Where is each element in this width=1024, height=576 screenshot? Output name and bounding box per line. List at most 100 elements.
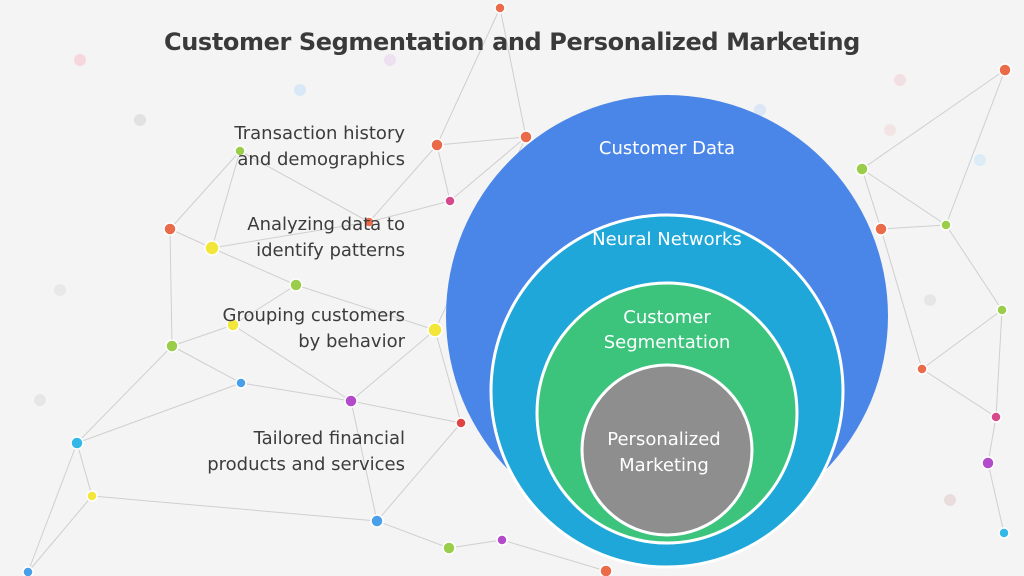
faint-network-node: [134, 114, 146, 126]
layer-description-personalized-marketing: Tailored financial products and services: [207, 428, 405, 475]
network-node: [996, 304, 1008, 316]
network-edge: [987, 416, 997, 464]
network-edge: [436, 144, 451, 202]
network-edge: [350, 400, 378, 522]
network-edge: [76, 442, 93, 497]
network-node: [226, 318, 240, 332]
network-edge: [169, 150, 241, 230]
network-node: [234, 145, 246, 157]
faint-network-node: [754, 104, 766, 116]
network-node: [519, 130, 533, 144]
network-node: [455, 417, 467, 429]
layer-description-customer-data: Transaction history and demographics: [234, 123, 405, 170]
faint-network-node: [294, 84, 306, 96]
network-edge: [171, 345, 242, 384]
network-edge: [211, 221, 370, 249]
network-edge: [436, 136, 527, 146]
network-edge: [861, 69, 1006, 170]
network-edge: [240, 382, 352, 402]
faint-network-node: [34, 394, 46, 406]
network-node: [363, 216, 375, 228]
network-edge: [880, 224, 947, 230]
layer-description-customer-segmentation: Grouping customers by behavior: [222, 305, 406, 352]
faint-network-node: [944, 494, 956, 506]
network-edge: [76, 345, 173, 444]
ring-label-personalized-marketing-line1: Personalized: [607, 429, 720, 450]
network-node: [855, 162, 869, 176]
network-edge: [91, 495, 378, 522]
page-title: Customer Segmentation and Personalized M…: [164, 28, 860, 56]
network-edge: [987, 462, 1005, 534]
network-node: [370, 514, 384, 528]
network-edge: [239, 150, 370, 223]
network-node: [204, 240, 220, 256]
network-node: [442, 541, 456, 555]
ring-label-personalized-marketing-line2: Marketing: [619, 455, 709, 476]
faint-network-node: [384, 54, 396, 66]
network-edge: [434, 329, 462, 424]
network-node: [998, 527, 1010, 539]
network-edge: [76, 382, 242, 444]
network-node: [494, 2, 506, 14]
network-edge: [921, 309, 1003, 370]
network-node: [165, 339, 179, 353]
network-node: [430, 138, 444, 152]
network-edge: [232, 324, 352, 402]
network-edge: [376, 422, 462, 522]
network-edge: [861, 168, 882, 230]
network-node: [981, 456, 995, 470]
network-edge: [368, 144, 438, 223]
network-node: [235, 377, 247, 389]
ring-label-customer-data: Customer Data: [599, 138, 735, 159]
network-edge: [499, 7, 527, 138]
network-node: [496, 534, 508, 546]
network-node: [22, 566, 34, 576]
network-edge: [449, 136, 527, 202]
network-edge: [995, 309, 1003, 418]
network-edge: [27, 442, 78, 573]
network-node: [940, 219, 952, 231]
faint-network-node: [894, 74, 906, 86]
network-node: [916, 363, 928, 375]
network-edge: [27, 495, 93, 573]
network-edge: [945, 224, 1003, 311]
network-node: [427, 322, 443, 338]
ring-label-neural-networks: Neural Networks: [592, 229, 742, 250]
network-node: [70, 436, 84, 450]
network-edge: [232, 284, 297, 326]
network-node: [344, 394, 358, 408]
network-node: [289, 278, 303, 292]
layer-description-neural-networks: Analyzing data to identify patterns: [247, 214, 405, 261]
network-edge: [376, 520, 450, 549]
faint-network-node: [54, 284, 66, 296]
faint-network-node: [74, 54, 86, 66]
network-edge: [350, 329, 436, 402]
network-edge: [945, 69, 1006, 226]
network-edge: [171, 324, 234, 347]
network-node: [163, 222, 177, 236]
faint-network-node: [974, 154, 986, 166]
network-edge: [169, 228, 173, 347]
network-node: [86, 490, 98, 502]
network-edge: [861, 168, 947, 226]
network-edge: [921, 368, 997, 418]
faint-network-node: [884, 124, 896, 136]
network-edge: [436, 7, 501, 146]
ring-label-customer-segmentation-line1: Customer: [623, 307, 711, 328]
network-edge: [880, 228, 923, 370]
network-node: [874, 222, 888, 236]
network-node: [444, 195, 456, 207]
faint-network-node: [924, 294, 936, 306]
network-edge: [448, 539, 503, 549]
ring-label-customer-segmentation-line2: Segmentation: [604, 332, 731, 353]
network-node: [599, 564, 613, 576]
network-edge: [368, 200, 451, 223]
network-node: [990, 411, 1002, 423]
network-edge: [211, 247, 297, 286]
network-edge: [350, 400, 462, 424]
network-edge: [211, 150, 241, 249]
network-edge: [501, 539, 607, 572]
ring-personalized-marketing: [580, 363, 754, 537]
